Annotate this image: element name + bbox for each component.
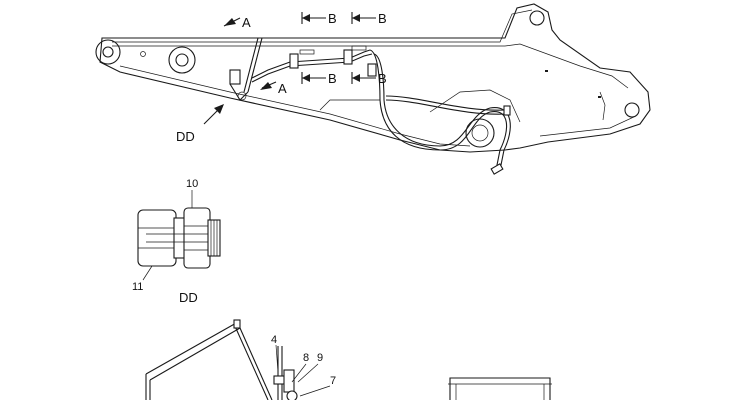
lower-bracket-view bbox=[145, 319, 273, 400]
lower-fitting-stack: 4 8 9 7 bbox=[271, 334, 336, 400]
section-label: B bbox=[378, 71, 387, 86]
section-indicator-b-mid-1: B bbox=[301, 71, 337, 86]
section-label: B bbox=[328, 71, 337, 86]
hydraulic-lines bbox=[229, 37, 511, 175]
section-indicator-b-top-1: B bbox=[301, 11, 337, 26]
section-label: A bbox=[242, 15, 251, 30]
section-label: A bbox=[278, 81, 287, 96]
part-number-11: 11 bbox=[132, 281, 143, 293]
detail-dd-callout: DD bbox=[176, 104, 224, 144]
detail-dd-fitting: 10 11 DD bbox=[132, 178, 221, 305]
boom-assembly bbox=[95, 3, 651, 153]
section-indicator-a-mid: A bbox=[260, 81, 287, 96]
lower-right-plate bbox=[448, 377, 552, 400]
section-indicator-b-top-2: B bbox=[351, 11, 387, 26]
part-number-4: 4 bbox=[271, 334, 277, 346]
detail-callout-label: DD bbox=[176, 129, 195, 144]
detail-title: DD bbox=[179, 290, 198, 305]
part-number-9: 9 bbox=[317, 352, 323, 364]
part-number-10: 10 bbox=[186, 178, 198, 190]
section-label: B bbox=[378, 11, 387, 26]
section-label: B bbox=[328, 11, 337, 26]
part-number-7: 7 bbox=[330, 375, 336, 387]
part-number-8: 8 bbox=[303, 352, 309, 364]
section-indicator-a-top: A bbox=[223, 15, 251, 30]
section-indicator-b-mid-2: B bbox=[351, 71, 387, 86]
